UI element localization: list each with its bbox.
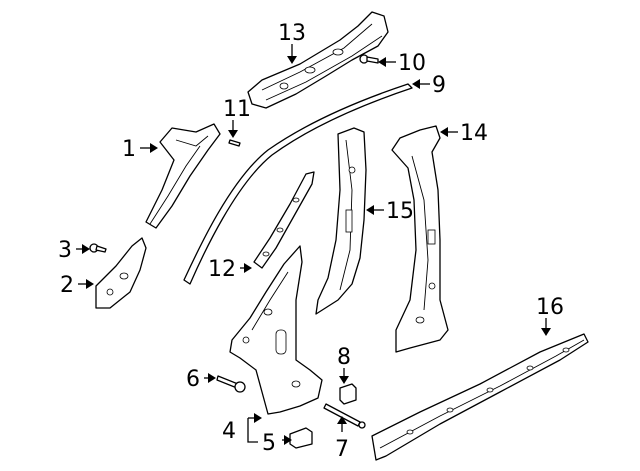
part-1-a-pillar-upper bbox=[145, 123, 221, 229]
callout-1: 1 bbox=[122, 137, 136, 162]
callout-5: 5 bbox=[262, 431, 276, 456]
leader-lines bbox=[76, 44, 551, 445]
callout-12: 12 bbox=[208, 257, 236, 282]
callout-7: 7 bbox=[335, 437, 349, 462]
callout-3: 3 bbox=[58, 238, 72, 263]
callout-8: 8 bbox=[337, 345, 351, 370]
part-9-weatherstrip bbox=[183, 83, 413, 285]
callout-11: 11 bbox=[223, 97, 251, 122]
part-14-b-pillar-outer bbox=[391, 125, 449, 353]
callout-15: 15 bbox=[386, 199, 414, 224]
part-2-bracket bbox=[95, 237, 147, 309]
part-13-roof-rail bbox=[247, 11, 389, 109]
part-15-b-pillar-reinforcement bbox=[315, 127, 367, 315]
part-12-trim-strip bbox=[253, 171, 315, 269]
part-5-clip bbox=[289, 427, 313, 449]
part-6-bolt bbox=[216, 375, 246, 393]
part-7-long-bolt bbox=[323, 403, 366, 429]
callout-9: 9 bbox=[432, 73, 446, 98]
part-16-rocker bbox=[371, 333, 589, 461]
part-3-bolt bbox=[89, 243, 107, 253]
callout-labels: 13 10 9 11 1 14 15 3 12 2 16 8 6 4 5 7 bbox=[58, 21, 564, 462]
callout-13: 13 bbox=[278, 21, 306, 46]
callout-16: 16 bbox=[536, 295, 564, 320]
part-4-hinge-pillar bbox=[229, 245, 323, 415]
part-11-clip bbox=[228, 139, 241, 147]
part-8-bracket bbox=[339, 383, 357, 405]
part-10-bolt bbox=[359, 54, 379, 64]
callout-6: 6 bbox=[186, 367, 200, 392]
callout-10: 10 bbox=[398, 51, 426, 76]
callout-4: 4 bbox=[222, 419, 236, 444]
callout-2: 2 bbox=[60, 273, 74, 298]
callout-14: 14 bbox=[460, 121, 488, 146]
